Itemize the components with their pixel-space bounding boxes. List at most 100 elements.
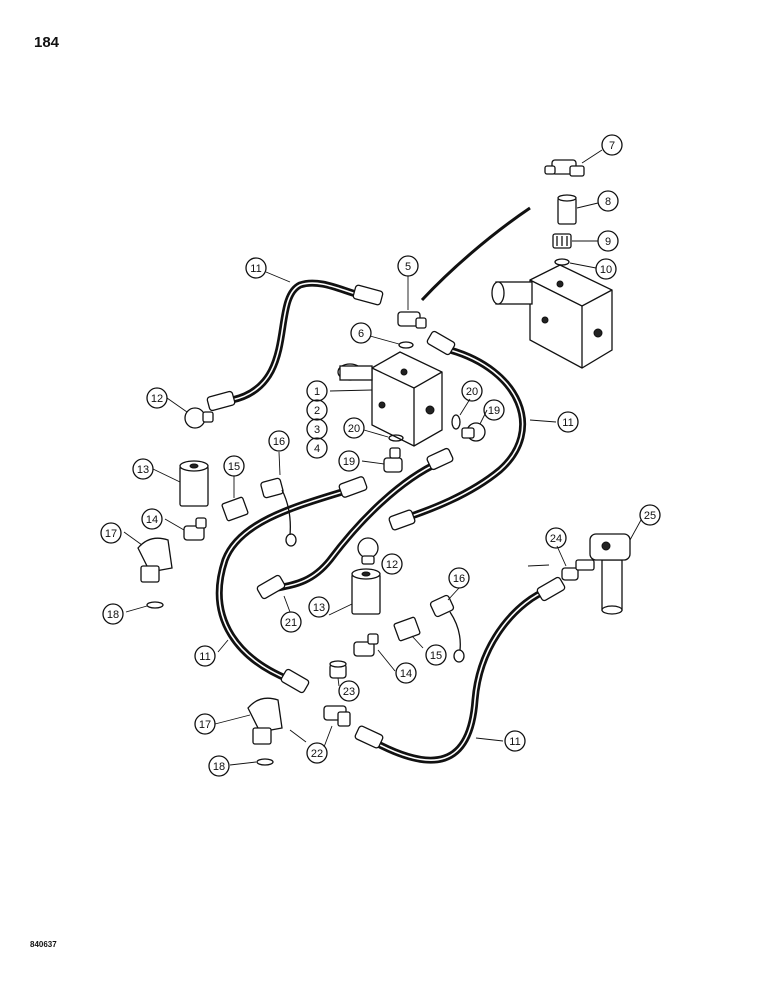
o-ring-6	[398, 341, 414, 349]
callout-17-upper: 17	[100, 522, 122, 544]
callout-12-lower-number: 12	[386, 559, 398, 571]
tee-fitting-14-upper	[183, 517, 207, 541]
callout-25-number: 25	[644, 510, 656, 522]
callout-11-lower-number: 11	[509, 736, 520, 748]
callout-3-number: 3	[314, 424, 320, 436]
callout-15-upper-number: 15	[228, 461, 240, 473]
valve-block-main	[337, 351, 443, 447]
callout-16-lower-number: 16	[453, 573, 465, 585]
hose-right-loop	[396, 346, 527, 524]
dust-cap-16-lower	[429, 594, 465, 663]
callout-3: 3	[306, 418, 328, 440]
callout-13-lower: 13	[308, 596, 330, 618]
elbow-19-right	[461, 422, 486, 442]
connector-9	[552, 233, 572, 249]
valve-block-upper-right	[491, 264, 613, 369]
callout-18-upper: 18	[102, 603, 124, 625]
drawing-reference-code: 840637	[30, 940, 57, 949]
callout-5: 5	[397, 255, 419, 277]
callout-11-upper-number: 11	[250, 263, 261, 275]
callout-11-upper: 11	[245, 257, 267, 279]
callout-4-number: 4	[314, 443, 320, 455]
callout-13-lower-number: 13	[313, 602, 325, 614]
callout-11-right: 11	[557, 411, 579, 433]
callout-16-upper-number: 16	[273, 436, 285, 448]
callout-12-upper-number: 12	[151, 393, 163, 405]
tee-19-center	[383, 447, 403, 473]
elbow-17-upper	[137, 537, 173, 583]
callout-1-number: 1	[314, 386, 320, 398]
callout-1: 1	[306, 380, 328, 402]
callout-20-center: 20	[343, 417, 365, 439]
callout-15-lower-number: 15	[430, 650, 442, 662]
callout-21-number: 21	[285, 617, 297, 629]
callout-18-lower: 18	[208, 755, 230, 777]
callout-25: 25	[639, 504, 661, 526]
callout-11-lower: 11	[504, 730, 526, 752]
callout-21: 21	[280, 611, 302, 633]
callout-11-right-number: 11	[562, 417, 573, 429]
callout-4: 4	[306, 437, 328, 459]
callout-18-lower-number: 18	[213, 761, 225, 773]
elbow-17-lower	[247, 697, 283, 745]
callout-19-right-number: 19	[488, 405, 500, 417]
o-ring-18-upper	[146, 601, 164, 609]
callout-22-number: 22	[311, 748, 323, 760]
callout-6-number: 6	[358, 328, 364, 340]
callout-17-lower: 17	[194, 713, 216, 735]
tee-fitting-22	[323, 705, 351, 727]
callout-19-center: 19	[338, 450, 360, 472]
adapter-8	[557, 194, 577, 225]
callout-11-left-number: 11	[199, 651, 210, 663]
hose-upper-left	[228, 279, 364, 404]
callout-23: 23	[338, 680, 360, 702]
hose-top-right-line	[420, 206, 531, 302]
tee-fitting-14-lower	[353, 633, 379, 657]
hose-center-s	[264, 458, 444, 594]
callout-14-lower: 14	[395, 662, 417, 684]
adapter-15-upper	[221, 496, 249, 522]
page-number: 184	[34, 34, 60, 51]
coupler-13-upper	[179, 460, 209, 507]
callout-9: 9	[597, 230, 619, 252]
callout-2: 2	[306, 399, 328, 421]
callout-14-upper-number: 14	[146, 514, 158, 526]
callout-10: 10	[595, 258, 617, 280]
callout-17-lower-number: 17	[199, 719, 211, 731]
callout-24: 24	[545, 527, 567, 549]
coupler-13-lower	[351, 568, 381, 615]
callout-7-number: 7	[609, 140, 615, 152]
callout-17-upper-number: 17	[105, 528, 117, 540]
plug-12-upper	[184, 407, 214, 429]
callout-13-upper: 13	[132, 458, 154, 480]
callout-23-number: 23	[343, 686, 355, 698]
callout-2-number: 2	[314, 405, 320, 417]
callout-22: 22	[306, 742, 328, 764]
callout-5-number: 5	[405, 261, 411, 273]
hose-end-fittings	[206, 284, 566, 749]
adapter-24	[561, 567, 579, 581]
callout-14-upper: 14	[141, 508, 163, 530]
o-ring-18-lower	[256, 758, 274, 766]
callout-14-lower-number: 14	[400, 668, 412, 680]
hose-left-long	[215, 484, 359, 684]
callout-8-number: 8	[605, 196, 611, 208]
o-ring-20-center	[388, 434, 404, 442]
callout-19-right: 19	[483, 399, 505, 421]
callout-15-lower: 15	[425, 644, 447, 666]
callout-8: 8	[597, 190, 619, 212]
callout-7: 7	[601, 134, 623, 156]
leader-lines	[123, 149, 642, 766]
callout-24-number: 24	[550, 533, 562, 545]
callout-15-upper: 15	[223, 455, 245, 477]
o-ring-20-right	[451, 414, 461, 430]
callout-18-upper-number: 18	[107, 609, 119, 621]
callout-20-right-number: 20	[466, 386, 478, 398]
callout-19-center-number: 19	[343, 456, 355, 468]
hose-lower-right	[376, 586, 552, 764]
tee-fitting-7	[544, 159, 585, 177]
callout-11-left: 11	[194, 645, 216, 667]
callout-12-upper: 12	[146, 387, 168, 409]
plug-23	[329, 660, 347, 679]
